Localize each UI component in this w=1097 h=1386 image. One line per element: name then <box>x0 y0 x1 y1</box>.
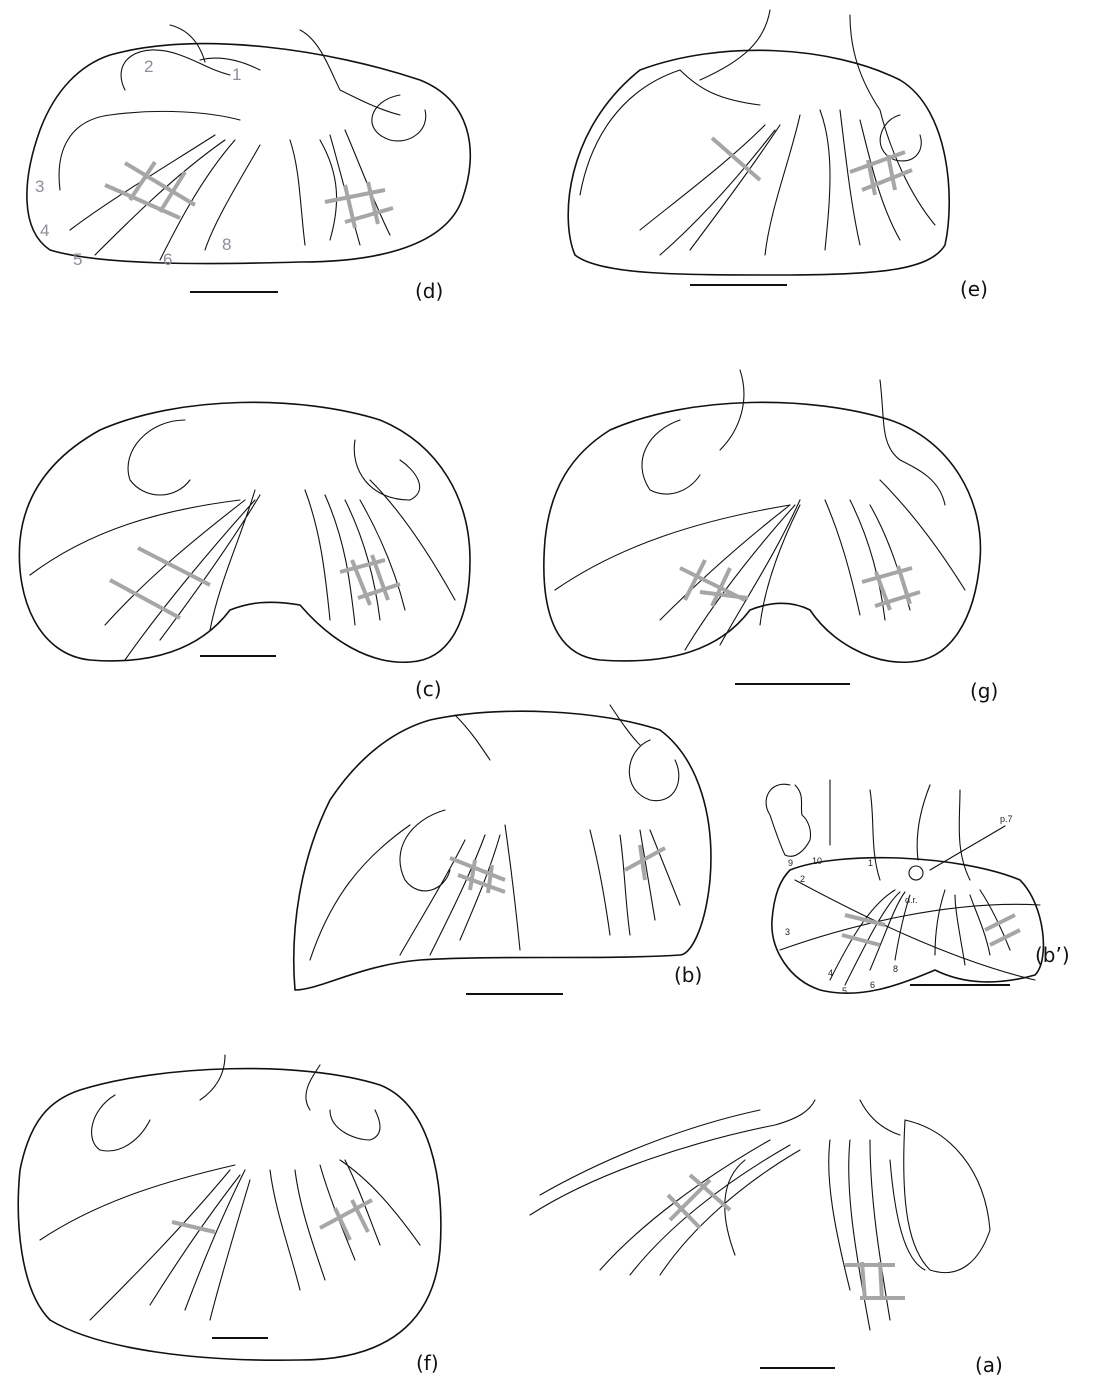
panel-d-stalk-right <box>300 30 400 115</box>
panel-d-fingers-left <box>70 135 260 260</box>
annotation-p7: p.7 <box>1000 814 1013 824</box>
panel-b-measure-mark <box>640 845 645 880</box>
panel-label-b: (b) <box>674 963 702 987</box>
panel-b-prime-measure-mark <box>842 935 880 945</box>
panel-b: (b) <box>294 705 711 994</box>
panel-label-f: (f) <box>416 1351 439 1375</box>
b-prime-digit-label: 8 <box>893 964 898 974</box>
digit-label: 1 <box>232 65 241 84</box>
panel-a-measure-mark <box>880 1262 882 1300</box>
panel-c-outline <box>19 402 470 662</box>
b-prime-digit-label: 1 <box>868 858 873 868</box>
panel-b-fingers-right <box>590 830 680 935</box>
panel-f-fingers-left <box>90 1170 250 1320</box>
panel-c-measure-mark <box>110 580 180 618</box>
panel-label-a: (a) <box>975 1353 1003 1377</box>
panel-d-measure-mark <box>368 182 378 224</box>
panel-b-arm-left <box>310 825 410 960</box>
panel-f-claw-right <box>330 1110 380 1140</box>
panel-d-outline <box>27 44 470 264</box>
panel-b-claw-left <box>400 810 450 891</box>
panel-g-fingers-left <box>660 500 800 650</box>
panel-b-prime-pointer-line <box>930 826 1005 870</box>
inset-digit-label: 9 <box>788 858 793 868</box>
panel-g-measure-mark <box>700 592 748 598</box>
panel-e-fingers-right <box>820 110 935 250</box>
panel-d-measure-mark <box>325 190 385 202</box>
panel-e: (e) <box>568 10 988 301</box>
panel-label-g: (g) <box>970 679 998 703</box>
panel-b-prime-outline <box>772 858 1044 994</box>
panel-e-measure-mark <box>888 155 895 190</box>
panel-d: 1 2 3 4 5 6 8 (d) <box>27 25 470 303</box>
b-prime-digit-label: 2 <box>800 874 805 884</box>
panel-c-fingers-left <box>105 490 260 660</box>
annotation-dr: d.r. <box>905 895 918 905</box>
panel-e-measure-mark <box>712 138 760 180</box>
panel-a: (a) <box>530 1100 1003 1377</box>
panel-b-prime-inset <box>766 780 830 856</box>
panel-g-outline <box>544 402 981 662</box>
panel-e-stalk <box>700 10 880 110</box>
panel-a-fingers-left <box>600 1140 800 1275</box>
panel-f-stalk <box>200 1055 320 1110</box>
b-prime-digit-label: 6 <box>870 980 875 990</box>
panel-d-measure-mark <box>160 172 185 212</box>
panel-label-d: (d) <box>415 279 443 303</box>
panel-label-b-prime: (b’) <box>1035 943 1070 967</box>
panel-e-fingers-left <box>640 115 800 255</box>
b-prime-digit-label: 5 <box>842 986 847 996</box>
panel-e-measure-mark <box>850 152 905 172</box>
b-prime-digit-label: 4 <box>828 968 833 978</box>
panel-g-stalk <box>720 370 945 505</box>
panel-label-c: (c) <box>415 677 442 701</box>
panel-a-fingers-right <box>829 1140 925 1330</box>
b-prime-digit-label: 3 <box>785 927 790 937</box>
panel-label-e: (e) <box>960 277 988 301</box>
digit-label: 4 <box>40 221 49 240</box>
panel-c-claw-right <box>354 440 419 500</box>
digit-label: 5 <box>73 250 82 269</box>
panel-e-outline <box>568 50 949 275</box>
digit-label: 2 <box>144 57 153 76</box>
panel-g-claw-left <box>642 420 700 494</box>
panel-g-measure-mark <box>862 568 912 582</box>
panel-b-prime-measure-mark <box>990 930 1020 945</box>
panel-b-claw-right <box>629 740 678 801</box>
panel-c-claw-left <box>128 420 190 495</box>
panel-b-prime-dorsal-ring <box>909 866 923 880</box>
panel-a-arm-lower <box>540 1110 760 1195</box>
panel-d-claw-top <box>121 50 230 90</box>
panel-a-measure-mark <box>668 1195 700 1228</box>
panel-f-claw-left <box>92 1095 150 1151</box>
panel-f-outline <box>18 1069 441 1361</box>
panel-f: (f) <box>18 1055 441 1375</box>
panel-a-stalk <box>860 1100 900 1135</box>
digit-label: 3 <box>35 177 44 196</box>
panel-c-fingers-right <box>305 480 455 625</box>
panel-b-prime-stalk <box>870 785 970 880</box>
panel-a-measure-mark <box>862 1262 865 1300</box>
panel-c-arm-left <box>30 500 240 575</box>
panel-c: (c) <box>19 402 470 701</box>
panel-g-arm-left <box>555 505 790 590</box>
panel-e-arm-left <box>580 70 760 195</box>
panel-d-claw-right <box>372 95 426 141</box>
inset-digit-label: 10 <box>812 856 822 866</box>
digit-label: 8 <box>222 235 231 254</box>
panel-b-outline <box>294 711 711 990</box>
panel-g: (g) <box>544 370 998 703</box>
panel-b-prime: p.7 d.r. 1 2 3 4 5 6 8 9 10 (b’) <box>766 780 1070 996</box>
panel-d-fingers-right <box>290 130 390 245</box>
digit-label: 6 <box>163 250 172 269</box>
panel-d-stalk <box>170 25 260 70</box>
panel-c-measure-mark <box>138 548 210 585</box>
panel-f-measure-mark <box>172 1222 215 1232</box>
panel-a-right-shape <box>904 1120 990 1273</box>
